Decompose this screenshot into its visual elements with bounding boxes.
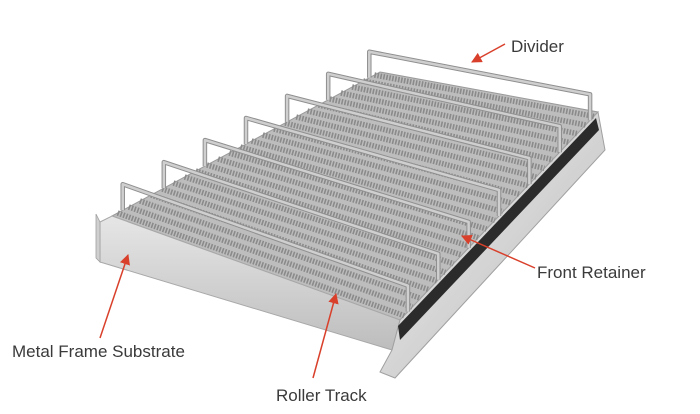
divider-label: Divider	[511, 37, 564, 56]
divider-wire	[326, 72, 561, 153]
metal-frame-substrate-label: Metal Frame Substrate	[12, 342, 185, 361]
roller-track	[217, 156, 480, 241]
roller-track	[194, 168, 463, 258]
roller-track	[373, 72, 595, 120]
roller-track	[351, 84, 578, 137]
metal-frame-left-lip	[95, 213, 101, 263]
front-retainer-strip	[398, 118, 599, 340]
roller-track-arrow	[312, 292, 339, 379]
divider-wire	[203, 138, 470, 248]
roller-track	[239, 144, 496, 223]
divider-wire	[244, 116, 501, 216]
divider-arrow	[471, 43, 506, 63]
roller-track	[329, 96, 562, 154]
divider-wire	[162, 160, 440, 280]
roller-track	[172, 180, 447, 275]
roller-track	[183, 174, 455, 267]
roller-track	[127, 204, 414, 310]
divider-group	[120, 49, 593, 312]
roller-track-label: Roller Track	[276, 386, 367, 405]
front-retainer-label: Front Retainer	[537, 263, 646, 282]
divider-wire	[285, 94, 531, 185]
roller-track	[161, 186, 438, 284]
front-retainer-arrow	[461, 234, 536, 269]
divider-wire	[121, 182, 410, 312]
roller-track	[250, 138, 504, 215]
roller-track	[262, 132, 513, 206]
roller-track	[206, 162, 471, 249]
roller-track	[295, 114, 537, 180]
metal-frame-arrow	[99, 254, 130, 339]
divider-wire	[368, 50, 592, 121]
roller-track	[139, 198, 422, 301]
